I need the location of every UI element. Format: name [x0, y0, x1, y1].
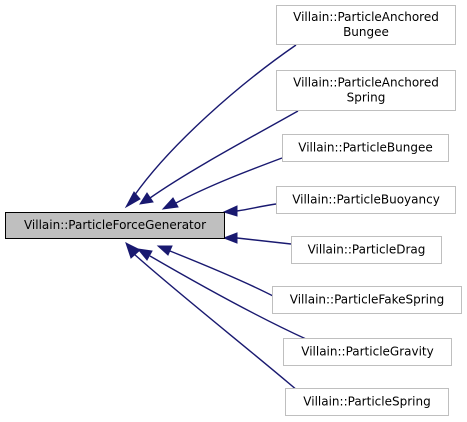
node-base-class-box	[5, 212, 225, 239]
node-anchored-spring-label-line-1: Villain::ParticleAnchored	[293, 76, 439, 90]
node-spring[interactable]: Villain::ParticleSpring	[285, 388, 449, 416]
node-buoyancy-label-line-1: Villain::ParticleBuoyancy	[292, 193, 440, 207]
arrowhead-buoyancy	[222, 205, 238, 217]
node-base-class[interactable]: Villain::ParticleForceGenerator	[5, 212, 225, 239]
edge-gravity	[149, 255, 307, 340]
edge-buoyancy	[236, 203, 277, 212]
node-anchored-spring-box	[276, 70, 456, 111]
node-spring-box	[285, 388, 449, 416]
edge-anchored-bungee	[133, 44, 297, 197]
node-buoyancy[interactable]: Villain::ParticleBuoyancy	[276, 186, 456, 214]
arrowhead-drag	[222, 232, 238, 244]
edge-drag	[236, 237, 292, 245]
node-bungee-box	[282, 134, 449, 162]
node-fake-spring-label-line-1: Villain::ParticleFakeSpring	[290, 293, 444, 307]
arrowhead-bungee	[161, 197, 179, 210]
node-bungee[interactable]: Villain::ParticleBungee	[282, 134, 449, 162]
node-anchored-spring-label-line-2: Spring	[347, 91, 386, 105]
edge-anchored-spring	[149, 110, 299, 199]
node-anchored-bungee-box	[276, 5, 456, 45]
node-gravity[interactable]: Villain::ParticleGravity	[283, 338, 452, 366]
node-gravity-box	[283, 338, 452, 366]
arrowhead-anchored-bungee	[124, 191, 141, 209]
edge-spring	[133, 253, 299, 392]
nodes-layer: Villain::ParticleForceGeneratorVillain::…	[5, 5, 462, 416]
edge-fake-spring	[169, 250, 276, 298]
node-anchored-bungee-label-line-1: Villain::ParticleAnchored	[293, 10, 439, 24]
arrowhead-spring	[125, 242, 141, 259]
node-fake-spring[interactable]: Villain::ParticleFakeSpring	[272, 286, 462, 314]
node-base-class-label-line-1: Villain::ParticleForceGenerator	[24, 218, 206, 232]
node-spring-label-line-1: Villain::ParticleSpring	[303, 395, 430, 409]
edge-bungee	[175, 157, 283, 204]
node-buoyancy-box	[276, 186, 456, 214]
node-drag[interactable]: Villain::ParticleDrag	[291, 236, 442, 264]
node-anchored-bungee-label-line-2: Bungee	[343, 25, 389, 39]
node-gravity-label-line-1: Villain::ParticleGravity	[301, 345, 434, 359]
arrowhead-gravity	[136, 248, 153, 261]
node-drag-box	[291, 236, 442, 264]
node-fake-spring-box	[272, 286, 462, 314]
arrowhead-anchored-spring	[138, 192, 154, 205]
edges-layer	[124, 44, 307, 392]
node-bungee-label-line-1: Villain::ParticleBungee	[298, 141, 433, 155]
arrowhead-fake-spring	[156, 245, 173, 256]
node-drag-label-line-1: Villain::ParticleDrag	[308, 243, 426, 257]
